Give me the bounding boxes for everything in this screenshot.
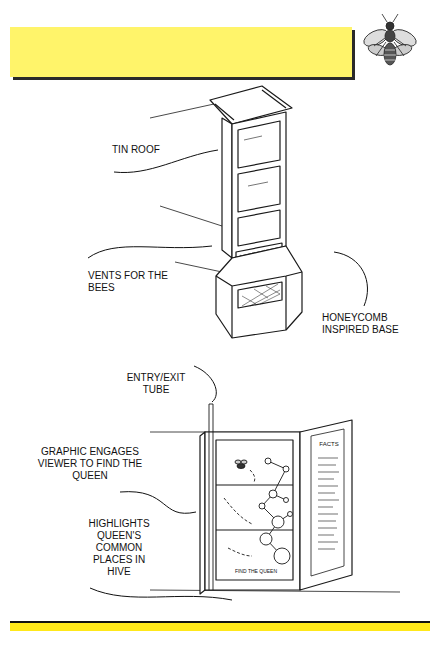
find-queen-graphic <box>235 460 241 464</box>
header-banner <box>10 27 352 77</box>
leader-line <box>90 588 232 600</box>
find-queen-graphic <box>265 458 271 464</box>
find-queen-graphic <box>224 458 293 564</box>
cabinet-sketch <box>216 485 293 530</box>
wall-hive-sketch <box>238 166 280 212</box>
wall-hive-sketch <box>238 121 280 168</box>
wall-hive-sketch <box>244 136 268 186</box>
find-queen-graphic <box>241 460 247 464</box>
header-banner <box>10 27 355 80</box>
cabinet-sketch <box>216 440 293 580</box>
bee-icon <box>386 22 394 30</box>
wall-hive-sketch <box>216 246 302 338</box>
wall-hive-sketch <box>150 86 302 338</box>
find-queen-graphic <box>274 548 290 564</box>
graphic-caption: FIND THE QUEEN <box>224 568 288 574</box>
find-queen-graphic <box>224 470 255 556</box>
footer-band <box>10 621 430 631</box>
bee-icon <box>384 50 396 60</box>
footer-band <box>10 621 430 623</box>
callout-label: GRAPHIC ENGAGES VIEWER TO FIND THE QUEEN <box>30 446 150 482</box>
bee-icon <box>374 38 406 56</box>
cabinet-sketch <box>311 429 344 576</box>
cabinet-sketch <box>200 432 205 594</box>
footer-band <box>10 623 430 631</box>
bee-icon <box>382 14 398 22</box>
find-queen-graphic <box>283 466 289 472</box>
leader-line <box>194 366 216 402</box>
find-queen-graphic <box>284 498 289 503</box>
wall-hive-sketch <box>238 210 280 246</box>
find-queen-graphic <box>259 503 265 509</box>
leader-line <box>334 252 367 306</box>
callout-label: VENTS FOR THE BEES <box>88 270 174 294</box>
cabinet-sketch <box>150 404 400 594</box>
facts-lines <box>318 458 339 549</box>
cabinet-sketch <box>209 404 213 590</box>
wall-hive-sketch <box>238 282 282 308</box>
bee-icon <box>361 14 418 65</box>
wall-hive-sketch <box>175 262 222 272</box>
cabinet-sketch <box>205 432 300 590</box>
callout-label: ENTRY/EXIT TUBE <box>120 372 192 396</box>
find-queen-graphic <box>272 516 284 528</box>
wall-hive-sketch <box>222 118 232 258</box>
facts-lines <box>318 458 339 549</box>
find-queen-graphic <box>260 533 272 545</box>
leader-line <box>120 492 196 514</box>
find-queen-graphic <box>269 490 277 498</box>
find-queen-graphic <box>288 512 293 517</box>
wall-hive-sketch <box>232 112 286 258</box>
wall-hive-sketch <box>150 104 214 118</box>
callout-label: HONEYCOMB INSPIRED BASE <box>322 312 406 336</box>
callout-label: HIGHLIGHTS QUEEN'S COMMON PLACES IN HIVE <box>82 518 156 578</box>
callout-label: TIN ROOF <box>112 144 182 156</box>
panel-heading: FACTS <box>316 441 342 448</box>
wall-hive-sketch <box>242 284 280 306</box>
cabinet-sketch <box>300 420 352 590</box>
bee-icon <box>384 43 396 65</box>
wall-hive-sketch <box>160 206 222 226</box>
leader-line <box>88 246 212 258</box>
wall-hive-sketch <box>216 272 302 338</box>
bee-icon <box>385 30 395 42</box>
